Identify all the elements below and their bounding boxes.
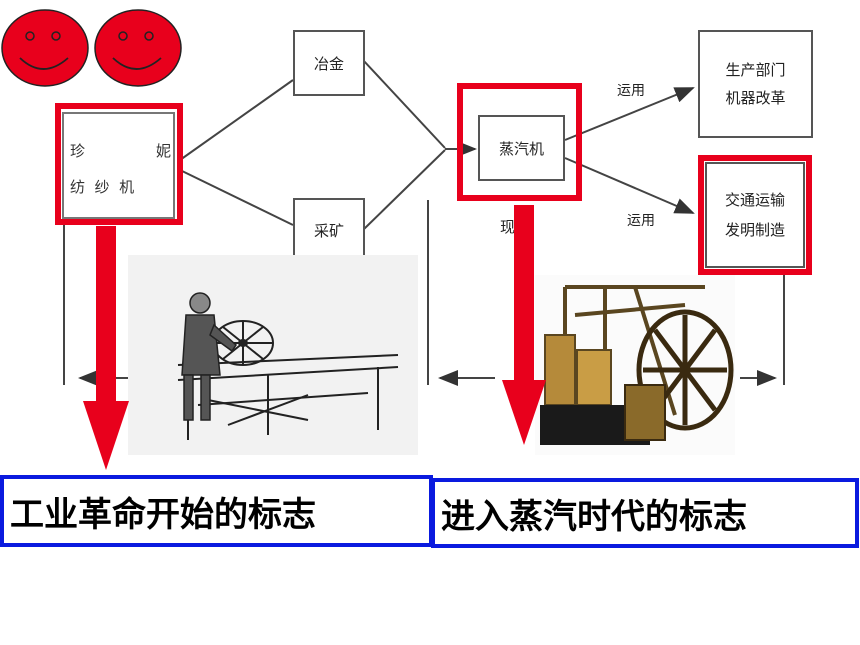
node-jenny-char2: 妮 bbox=[156, 142, 172, 160]
node-mining: 采矿 bbox=[293, 198, 365, 260]
node-steam-engine: 蒸汽机 bbox=[478, 115, 565, 181]
node-transport: 交通运输 发明制造 bbox=[705, 162, 805, 268]
highlight-frame-steam-engine bbox=[457, 83, 582, 201]
edge-steam-production bbox=[564, 87, 695, 141]
smiley-face-icon bbox=[94, 9, 182, 87]
caption-steam-age: 进入蒸汽时代的标志 bbox=[431, 478, 859, 548]
red-down-arrow-icon bbox=[502, 205, 546, 445]
edge-mining-steam bbox=[362, 149, 446, 231]
highlight-frame-transport bbox=[698, 155, 812, 275]
node-production-line2: 机器改革 bbox=[725, 89, 786, 107]
caption-industrial-revolution-start: 工业革命开始的标志 bbox=[0, 475, 433, 547]
edge-metallurgy-steam bbox=[362, 59, 446, 149]
node-transport-line1: 交通运输 bbox=[724, 191, 785, 209]
edge-jenny-metallurgy bbox=[179, 79, 294, 161]
red-down-arrow-icon bbox=[83, 226, 129, 470]
edge-jenny-mining bbox=[179, 169, 294, 226]
node-metallurgy: 冶金 bbox=[293, 30, 365, 96]
spinning-jenny-illustration bbox=[128, 255, 418, 455]
edge-label-apply-bottom: 运用 bbox=[627, 213, 655, 229]
smiley-face-icon bbox=[1, 9, 89, 87]
node-production: 生产部门 机器改革 bbox=[698, 30, 813, 138]
edge-steam-transport bbox=[564, 157, 695, 214]
node-jenny-char1: 珍 bbox=[70, 142, 86, 160]
edge-label-apply-top: 运用 bbox=[617, 83, 645, 99]
node-production-line1: 生产部门 bbox=[725, 61, 786, 79]
highlight-frame-jenny bbox=[55, 103, 183, 225]
node-transport-line2: 发明制造 bbox=[724, 221, 785, 239]
steam-engine-illustration bbox=[535, 275, 735, 455]
partial-node-label: 现 bbox=[500, 218, 516, 236]
node-jenny-line2: 纺 纱 机 bbox=[70, 178, 135, 196]
node-spinning-jenny: 珍 妮 纺 纱 机 bbox=[62, 112, 175, 219]
